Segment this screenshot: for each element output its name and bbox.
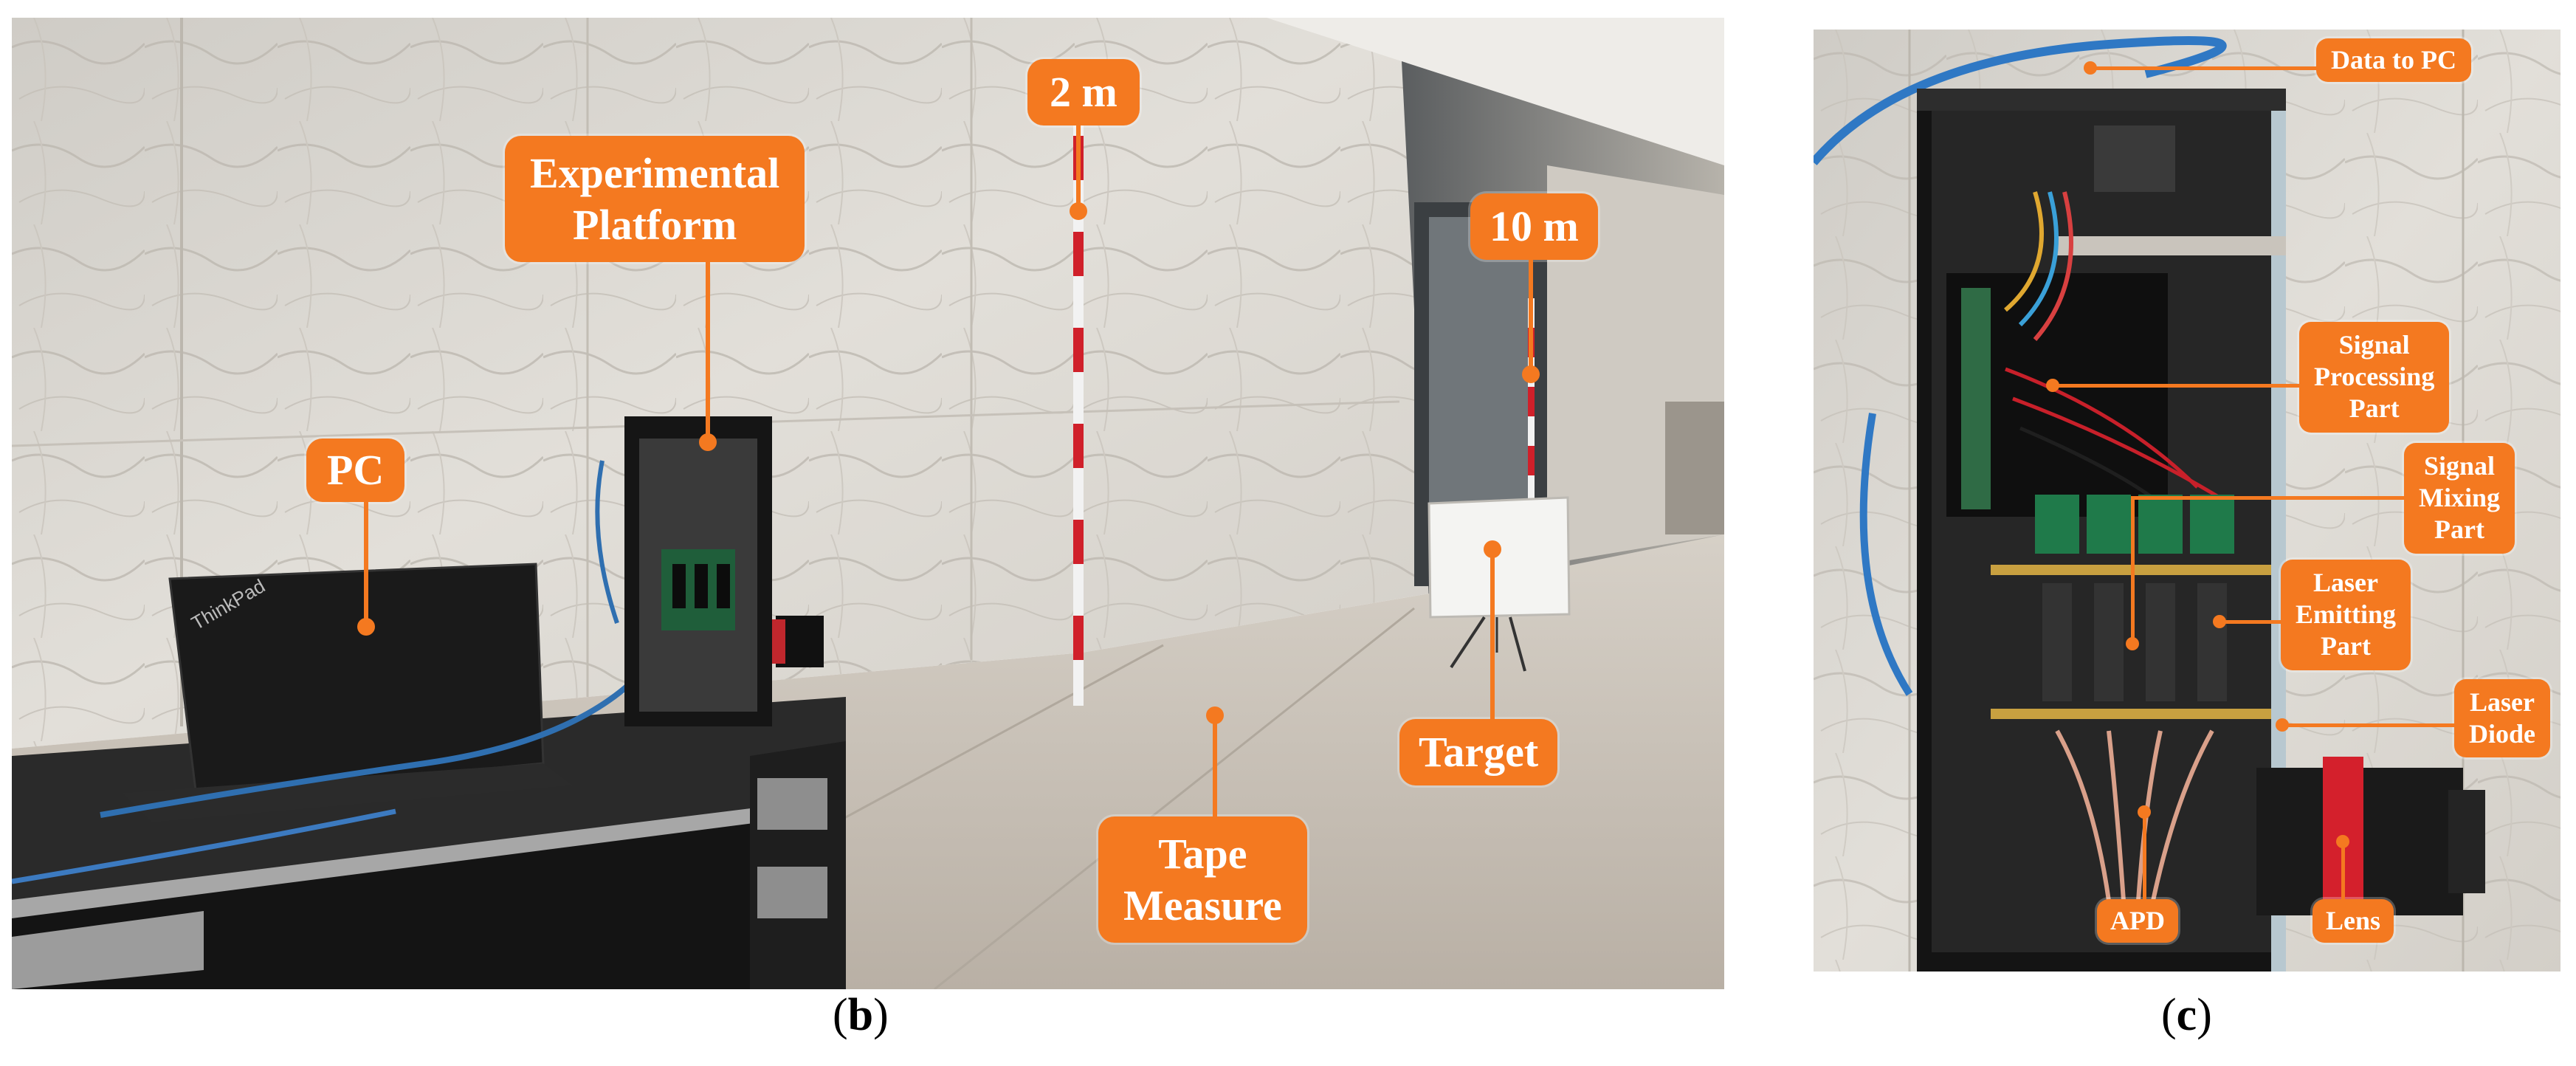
- marker-2m-dot: [1070, 202, 1087, 220]
- laptop: ThinkPad: [123, 563, 573, 822]
- signal-mixing-leader: [2131, 496, 2404, 500]
- experimental-platform-dot: [699, 433, 717, 451]
- experimental-platform-label: Experimental Platform: [505, 136, 805, 263]
- laser-emitting-leader: [2219, 620, 2281, 624]
- target-board: [1428, 496, 1571, 672]
- signal-mixing-dot: [2126, 637, 2139, 650]
- signal-processing-leader: [2053, 384, 2299, 388]
- data-to-pc-dot: [2084, 61, 2097, 75]
- marker-2m-label: 2 m: [1027, 59, 1140, 125]
- experimental-platform-leader: [706, 254, 710, 442]
- tape-measure-label: Tape Measure: [1098, 816, 1307, 943]
- target-label: Target: [1399, 719, 1558, 785]
- laser-emitting-label: Laser Emitting Part: [2281, 560, 2411, 670]
- flight-case: [12, 697, 846, 989]
- lens-dot: [2336, 835, 2349, 848]
- tape-measure-leader: [1213, 715, 1217, 819]
- pc-leader: [364, 498, 368, 627]
- marker-10m-label: 10 m: [1470, 193, 1598, 260]
- experiment-scene-photo: ThinkPad: [12, 18, 1724, 989]
- signal-processing-label: Signal Processing Part: [2299, 322, 2450, 433]
- data-to-pc-leader: [2090, 66, 2316, 70]
- caption-c: (c): [2161, 990, 2212, 1040]
- target-dot: [1484, 540, 1501, 558]
- laser-diode-leader: [2282, 723, 2454, 727]
- target-leader: [1490, 549, 1495, 721]
- tape-measure-dot: [1206, 706, 1224, 724]
- marker-10m-leader: [1529, 254, 1533, 374]
- apd-leader: [2143, 812, 2146, 899]
- pc-dot: [357, 618, 375, 636]
- marker-2m-leader: [1076, 121, 1081, 211]
- apd-dot: [2138, 805, 2151, 819]
- photo-panel-c: Data to PC Signal Processing Part Signal…: [1814, 30, 2560, 972]
- marker-10m-dot: [1522, 365, 1540, 383]
- lens-leader: [2341, 842, 2345, 899]
- laser-diode-label: Laser Diode: [2454, 679, 2550, 758]
- lens-label: Lens: [2312, 899, 2394, 943]
- experimental-platform-device: [624, 416, 824, 726]
- apd-label: APD: [2097, 899, 2178, 943]
- signal-mixing-leader-vertical: [2131, 496, 2135, 644]
- signal-processing-dot: [2046, 379, 2059, 392]
- signal-mixing-label: Signal Mixing Part: [2404, 443, 2515, 554]
- photo-panel-b: ThinkPad Experimental Platform 2 m 10 m …: [12, 18, 1724, 989]
- caption-b: (b): [833, 990, 889, 1040]
- laser-diode-dot: [2276, 718, 2289, 732]
- data-to-pc-label: Data to PC: [2316, 38, 2471, 83]
- pc-label: PC: [306, 439, 405, 502]
- laser-emitting-dot: [2213, 615, 2226, 628]
